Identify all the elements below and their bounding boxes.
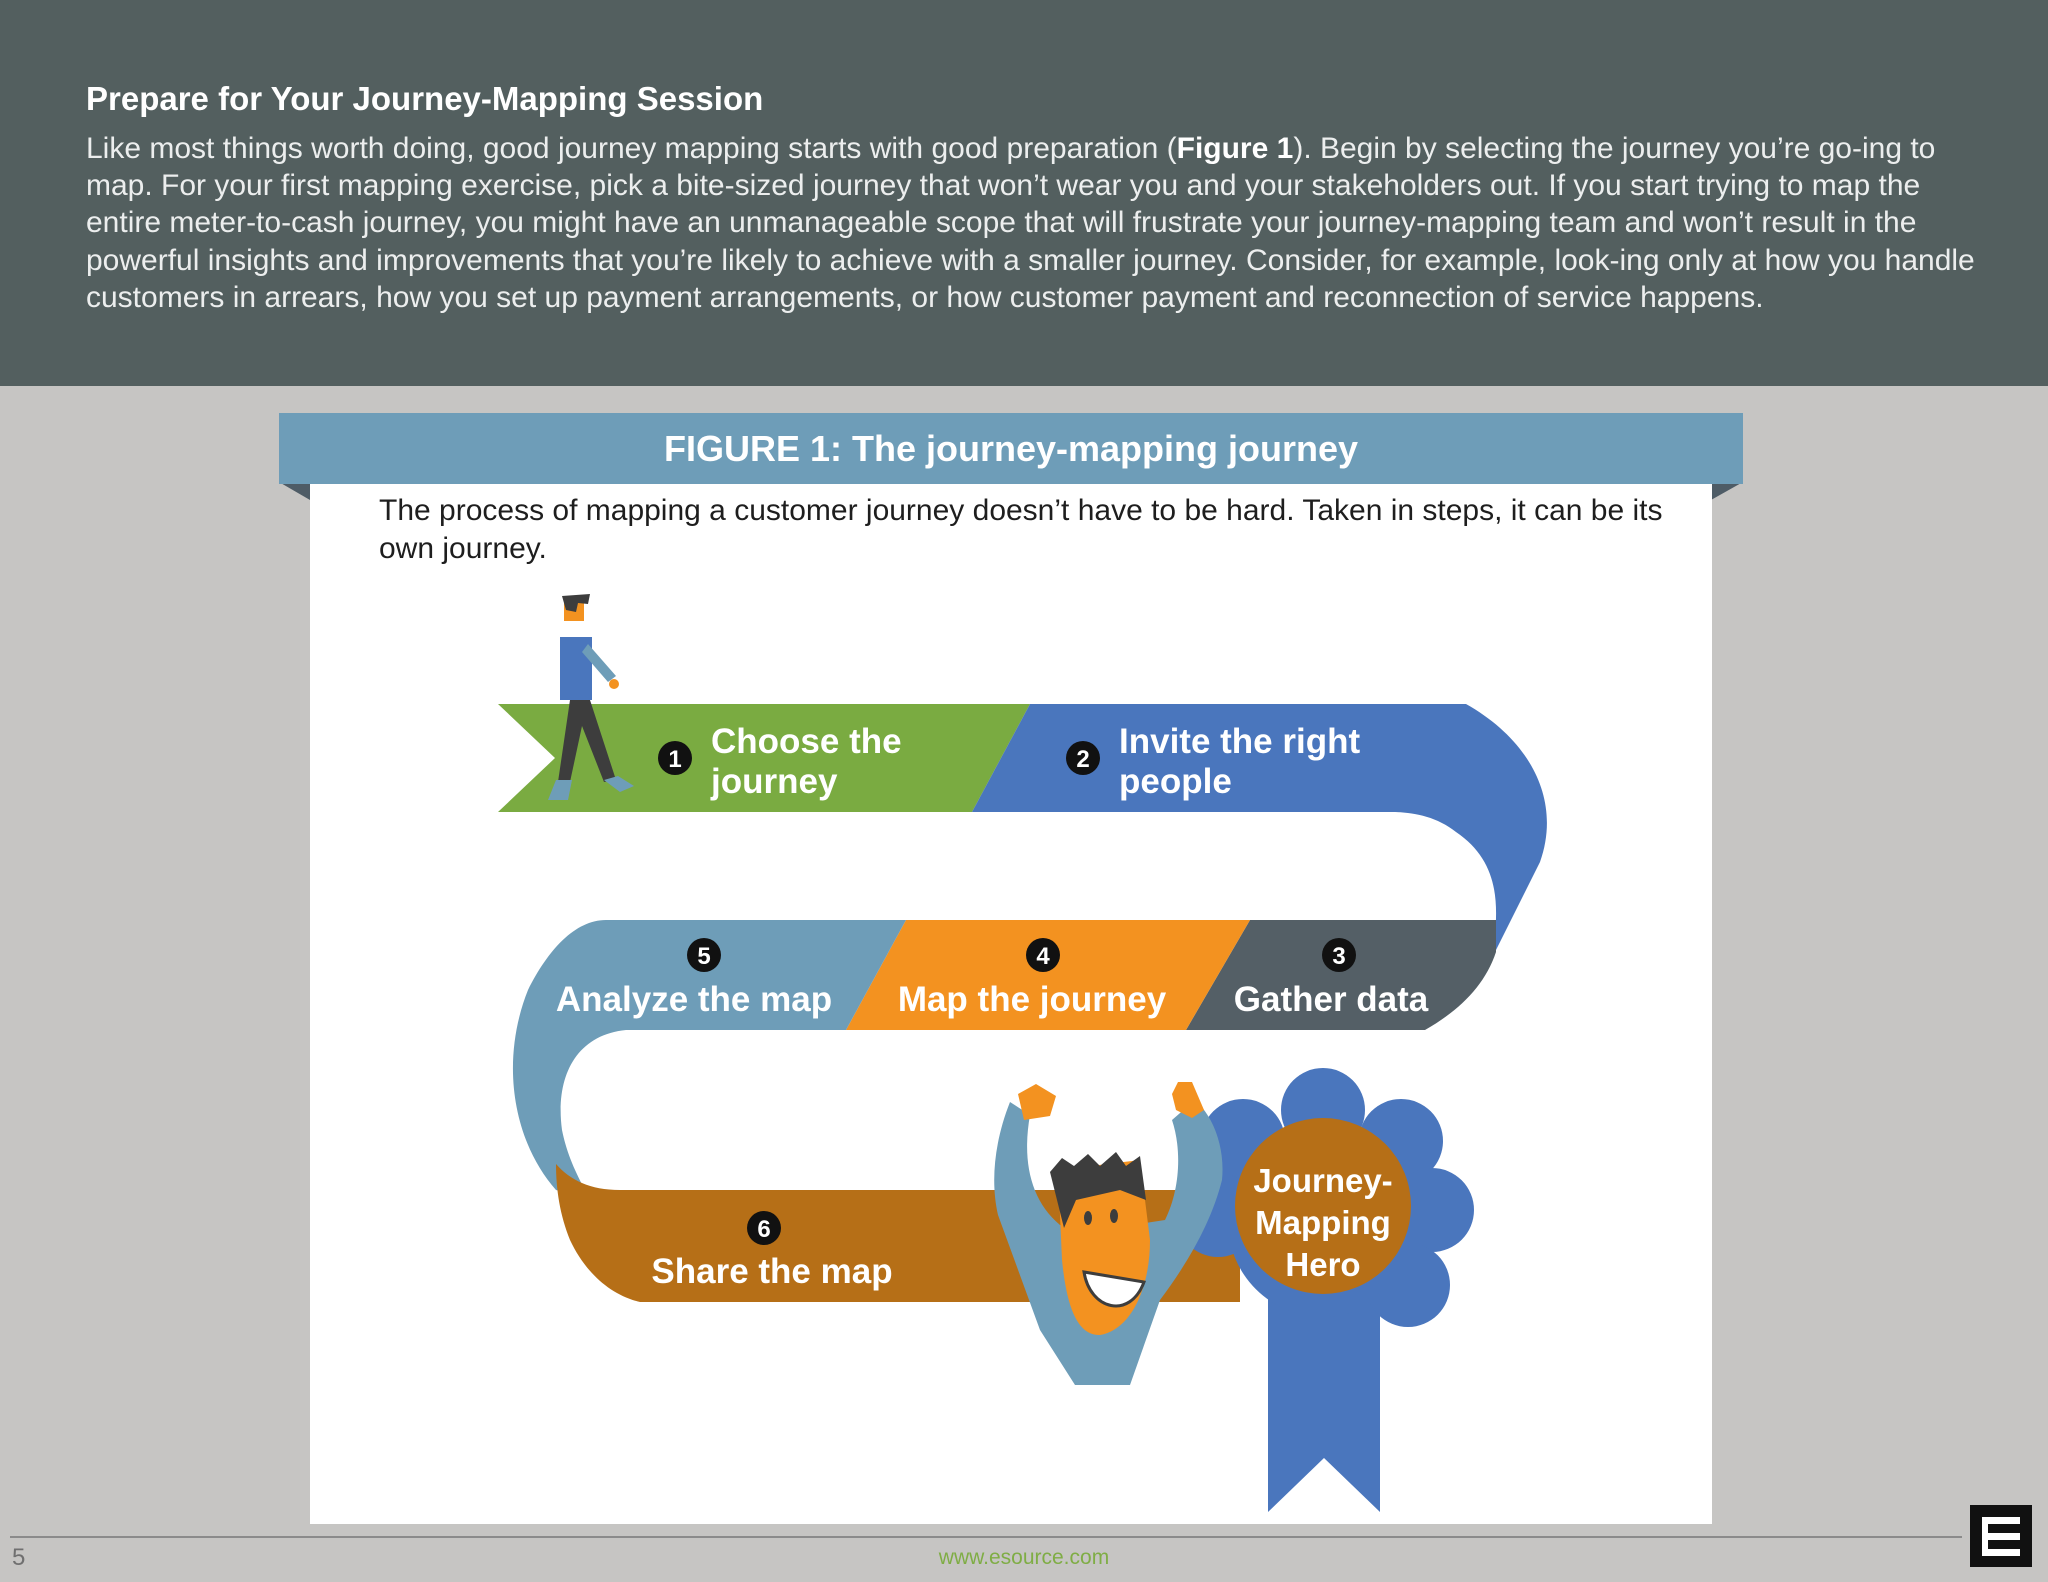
step-2-shape bbox=[972, 704, 1547, 958]
step-5-shape bbox=[512, 920, 906, 1200]
walking-person-icon bbox=[548, 594, 634, 800]
badge-line-2: Mapping bbox=[1255, 1204, 1391, 1241]
step-6-number: 6 bbox=[747, 1211, 781, 1245]
step-4-shape bbox=[846, 920, 1250, 1030]
intro-rest: ). Begin by selecting the journey you’re… bbox=[86, 132, 1975, 314]
page-number: 5 bbox=[12, 1544, 26, 1571]
step-3-shape bbox=[1186, 920, 1496, 1030]
badge-line-1: Journey- bbox=[1253, 1162, 1392, 1199]
step-1-number: 1 bbox=[658, 741, 692, 775]
header-band: Prepare for Your Journey-Mapping Session… bbox=[0, 0, 2048, 386]
section-title: Prepare for Your Journey-Mapping Session bbox=[86, 80, 764, 117]
intro-lead: Like most things worth doing, good journ… bbox=[86, 132, 1177, 165]
step-3-label: Gather data bbox=[1234, 980, 1429, 1019]
figure-reference-link[interactable]: Figure 1 bbox=[1176, 132, 1294, 165]
step-2-label-line2: people bbox=[1119, 762, 1232, 801]
step-6-label: Share the map bbox=[651, 1252, 892, 1291]
footer-url-link[interactable]: www.esource.com bbox=[938, 1546, 1110, 1569]
step-1-label-line2: journey bbox=[710, 762, 838, 801]
step-1-label-line1: Choose the bbox=[711, 722, 902, 761]
step-3-number: 3 bbox=[1322, 938, 1356, 972]
intro-paragraph: Like most things worth doing, good journ… bbox=[86, 130, 1976, 316]
hamburger-menu-icon bbox=[1982, 1517, 2020, 1556]
hero-badge-icon bbox=[1176, 1068, 1474, 1512]
badge-line-3: Hero bbox=[1285, 1246, 1360, 1283]
banner-fold-right bbox=[1711, 482, 1743, 500]
step-4-number: 4 bbox=[1026, 938, 1060, 972]
happy-hero-icon bbox=[994, 1082, 1223, 1385]
figure-title: FIGURE 1: The journey-mapping journey bbox=[279, 413, 1743, 484]
svg-text:4: 4 bbox=[1036, 943, 1050, 970]
footer-rule bbox=[10, 1536, 1962, 1538]
menu-button[interactable] bbox=[1970, 1505, 2032, 1567]
step-4-label: Map the journey bbox=[898, 980, 1167, 1019]
figure-caption: The process of mapping a customer journe… bbox=[379, 494, 1663, 565]
svg-text:6: 6 bbox=[757, 1216, 770, 1243]
step-5-number: 5 bbox=[687, 938, 721, 972]
svg-text:3: 3 bbox=[1332, 943, 1345, 970]
svg-text:2: 2 bbox=[1076, 746, 1089, 773]
banner-fold-left bbox=[279, 482, 310, 500]
step-5-label: Analyze the map bbox=[556, 980, 832, 1019]
step-2-label-line1: Invite the right bbox=[1119, 722, 1360, 761]
step-2-number: 2 bbox=[1066, 741, 1100, 775]
svg-text:5: 5 bbox=[697, 943, 710, 970]
svg-text:1: 1 bbox=[668, 746, 681, 773]
